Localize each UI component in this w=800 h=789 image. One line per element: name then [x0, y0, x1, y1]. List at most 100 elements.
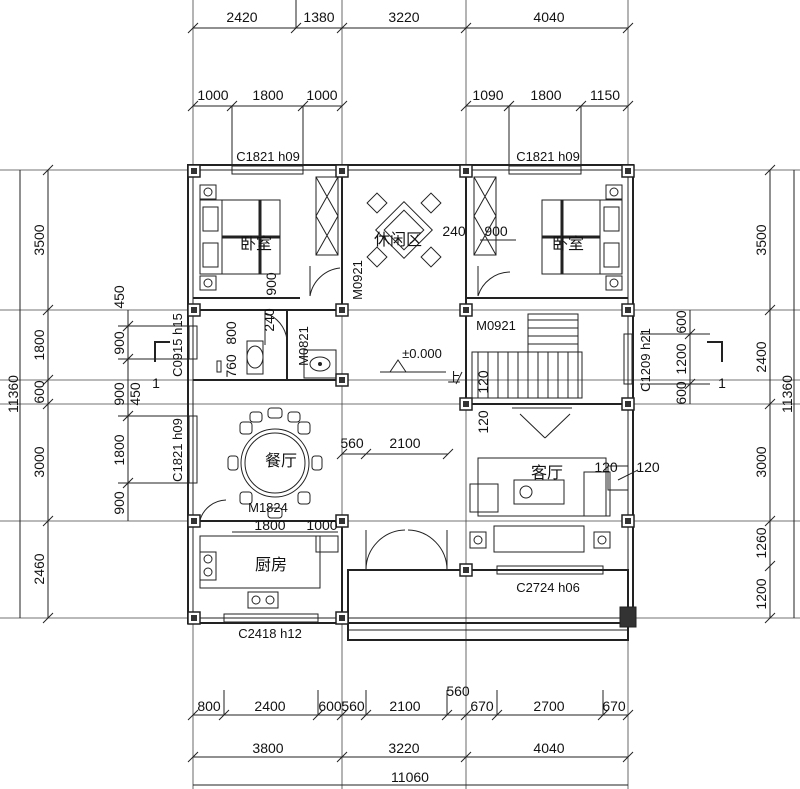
top-dimension-lines	[187, 0, 634, 165]
dim-bot-outer-1: 3800	[252, 740, 283, 756]
dim-left-total: 11360	[5, 375, 21, 413]
label-door-bed-right: M0921	[476, 318, 516, 333]
room-dining: 餐厅	[265, 451, 297, 470]
dim-top-inner-r3: 1150	[590, 87, 620, 103]
right-dimension-values: 3500 2400 3000 1260 1200 11360 600 1200 …	[673, 224, 795, 609]
dim-right-2: 2400	[753, 341, 769, 372]
label-section-right: 1	[718, 375, 726, 391]
dim-right-1: 3500	[753, 224, 769, 255]
window-living	[496, 565, 604, 575]
dim-left-inner-2: 900	[111, 331, 127, 355]
label-win-living: C2724 h06	[516, 580, 580, 595]
dim-bot-2: 2400	[254, 698, 285, 714]
walls	[187, 164, 634, 641]
dim-misc-7: 120	[475, 370, 491, 394]
dim-bot-8: 2700	[533, 698, 564, 714]
bedroom-doors-icon	[199, 266, 511, 521]
misc-dimension-values: 240 900 240 800 900 760 120 120 120 120 …	[223, 223, 660, 533]
bed-right-icon	[541, 184, 623, 291]
dim-left-4: 3000	[31, 446, 47, 477]
dim-right-inner-2: 1200	[673, 343, 689, 374]
staircase-icon	[455, 313, 583, 439]
dim-top-inner-l3: 1000	[306, 87, 337, 103]
dim-misc-9: 120	[594, 459, 618, 475]
dim-bot-outer-3: 4040	[533, 740, 564, 756]
dim-top-inner-r2: 1800	[530, 87, 561, 103]
dim-top-inner-r1: 1090	[472, 87, 503, 103]
label-door-bath: M0821	[296, 326, 311, 366]
dim-right-inner-1: 600	[673, 310, 689, 334]
label-stair-up: 上	[447, 370, 460, 385]
dim-misc-3: 240	[261, 308, 277, 332]
dim-bot-5: 2100	[389, 698, 420, 714]
right-dimension-lines	[640, 164, 795, 624]
dim-right-3: 3000	[753, 446, 769, 477]
dim-misc-13: 1800	[254, 517, 285, 533]
living-room-furniture-icon	[469, 457, 629, 553]
dim-left-inner-6: 900	[111, 491, 127, 515]
dim-right-4: 1260	[753, 527, 769, 558]
room-bedroom-right: 卧室	[552, 234, 584, 253]
dim-right-5: 1200	[753, 578, 769, 609]
dim-bot-9: 670	[602, 698, 626, 714]
dim-misc-11: 560	[340, 435, 364, 451]
room-living: 客厅	[531, 463, 563, 482]
section-markers	[154, 341, 723, 373]
dim-top-4: 4040	[533, 9, 564, 25]
room-labels: 卧室 卧室 休闲区 餐厅 客厅 厨房	[240, 230, 584, 574]
leisure-table-icon	[366, 192, 442, 268]
dim-top-3: 3220	[388, 9, 419, 25]
dim-top-1: 2420	[226, 9, 257, 25]
dim-bot-3: 600	[318, 698, 342, 714]
dim-left-inner-5: 1800	[111, 434, 127, 465]
label-win-top-right: C1821 h09	[516, 149, 580, 164]
dining-table-icon	[227, 407, 323, 519]
label-door-bed-left: M0921	[350, 260, 365, 300]
label-win-top-left: C1821 h09	[236, 149, 300, 164]
bottom-dimension-values: 800 2400 600 560 2100 560 670 2700 670 3…	[197, 683, 626, 785]
dim-misc-6: 760	[223, 354, 239, 378]
kitchen-fixtures-icon	[199, 535, 339, 609]
label-win-kitchen: C2418 h12	[238, 626, 302, 641]
component-labels: C1821 h09 C1821 h09 M0921 M0921 M0821 C0…	[152, 149, 726, 641]
left-dimension-values: 3500 1800 600 3000 2460 11360 450 900 90…	[5, 224, 143, 584]
dim-top-inner-l2: 1800	[252, 87, 283, 103]
dim-misc-1: 240	[442, 223, 466, 239]
label-win-dining: C1821 h09	[170, 418, 185, 482]
label-level: ±0.000	[402, 346, 442, 361]
dim-left-inner-3: 900	[111, 382, 127, 406]
dim-misc-10: 120	[636, 459, 660, 475]
room-bedroom-left: 卧室	[240, 234, 272, 253]
dim-bot-4: 560	[341, 698, 365, 714]
dim-bot-outer-2: 3220	[388, 740, 419, 756]
dim-left-2: 1800	[31, 329, 47, 360]
dim-left-1: 3500	[31, 224, 47, 255]
dim-left-inner-4: 450	[127, 382, 143, 406]
bathroom-fixtures-icon	[216, 312, 337, 379]
window-kitchen	[223, 613, 319, 623]
top-dimension-values: 2420 1380 3220 4040 1000 1800 1000 1090 …	[197, 9, 620, 103]
dim-misc-8: 120	[475, 410, 491, 434]
room-kitchen: 厨房	[255, 555, 287, 574]
structural-columns	[187, 164, 637, 628]
bottom-dimension-lines	[187, 690, 634, 786]
dim-right-inner-3: 600	[673, 381, 689, 405]
dim-misc-5: 900	[263, 272, 279, 296]
label-win-stair: C1209 h21	[638, 328, 653, 392]
label-win-bath: C0915 h15	[170, 313, 185, 377]
label-door-dining: M1824	[248, 500, 288, 515]
window-bath	[188, 325, 198, 360]
dim-bot-6: 560	[446, 683, 470, 699]
entrance-door-icon	[365, 529, 448, 571]
dim-left-inner-1: 450	[111, 285, 127, 309]
dim-misc-4: 800	[223, 321, 239, 345]
wardrobe-icon	[315, 176, 497, 256]
window-stair	[623, 333, 633, 385]
dim-misc-2: 900	[484, 223, 508, 239]
dim-bot-total: 11060	[391, 769, 429, 785]
dim-top-inner-l1: 1000	[197, 87, 228, 103]
dim-left-3: 600	[31, 380, 47, 404]
dim-misc-12: 2100	[389, 435, 420, 451]
bed-left-icon	[199, 184, 281, 291]
